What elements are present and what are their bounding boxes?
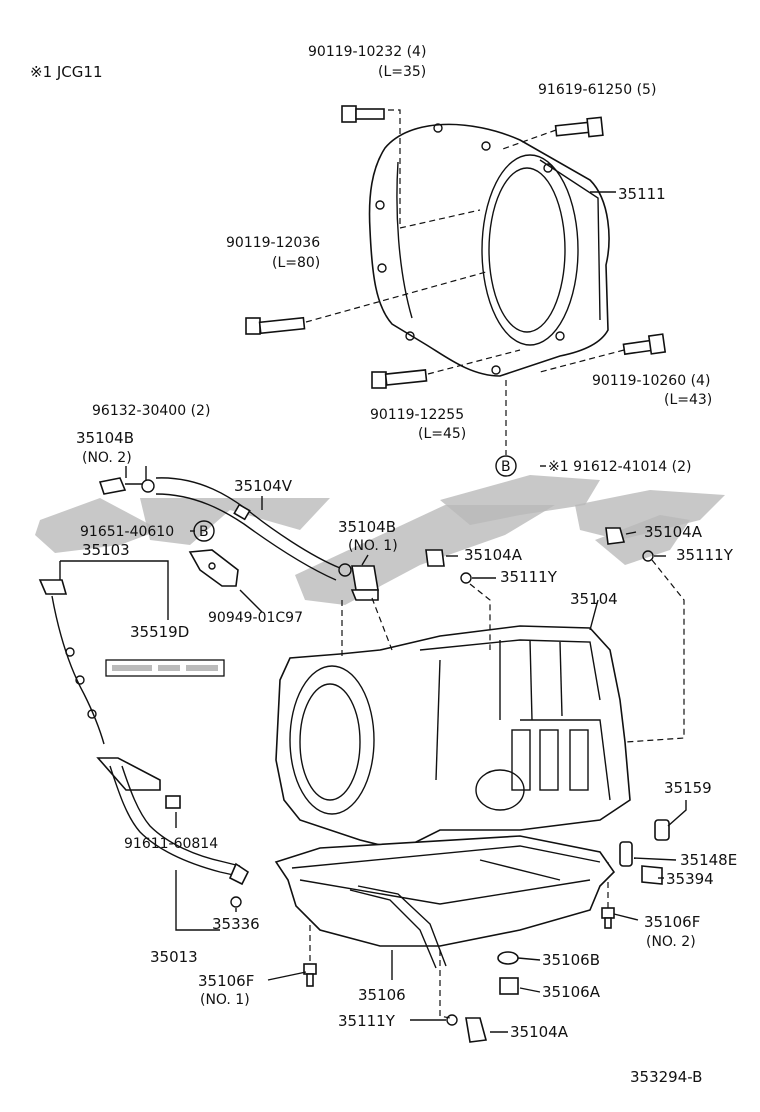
guide-bolt-bottom: [427, 349, 521, 375]
bolt-90119-12255: [371, 369, 428, 389]
drain-plug-35104a: [465, 1017, 488, 1043]
label-no1-pan: (NO. 1): [200, 992, 250, 1008]
label-90119-10260: 90119-10260 (4): [592, 373, 710, 389]
fill-tube-35013: [96, 757, 250, 908]
b-marker-circle-2: [193, 520, 215, 542]
plug-35104a-mid: [425, 549, 445, 567]
transmission-35104: [275, 625, 631, 851]
label-no2-pan: (NO. 2): [646, 934, 696, 950]
plug-35148e: [619, 841, 633, 867]
label-90119-12255: 90119-12255: [370, 407, 464, 423]
bracket-90949: [188, 549, 239, 587]
label-35111y-right: 35111Y: [676, 546, 734, 564]
label-plate-35519d: [105, 659, 225, 677]
label-35104a-drain: 35104A: [510, 1023, 569, 1041]
label-no1: (NO. 1): [348, 538, 398, 554]
diagram-code: 353294-B: [630, 1068, 702, 1086]
bolt-90119-12036: [245, 316, 306, 335]
label-91611-60814: 91611-60814: [124, 836, 218, 852]
note-jcg11: ※1 JCG11: [30, 63, 103, 81]
b-marker-label: B: [501, 459, 511, 475]
label-35111y-drain: 35111Y: [338, 1012, 396, 1030]
bolt-35106f-no1: [303, 963, 317, 987]
label-35104v: 35104V: [234, 477, 293, 495]
label-35394: 35394: [666, 870, 714, 888]
b-marker-label-2: B: [199, 524, 209, 540]
label-l35: (L=35): [378, 64, 426, 80]
label-35111y-mid: 35111Y: [500, 568, 558, 586]
label-no2: (NO. 2): [82, 450, 132, 466]
oring-35111y-right: [642, 550, 654, 562]
label-96132-30400: 96132-30400 (2): [92, 403, 210, 419]
label-l45: (L=45): [418, 426, 466, 442]
label-35104a-mid: 35104A: [464, 546, 523, 564]
label-l43: (L=43): [664, 392, 712, 408]
label-35106f-no2: 35106F: [644, 913, 700, 931]
bolt-90119-10232: [341, 105, 385, 123]
label-91612-41014: ※1 91612-41014 (2): [548, 459, 692, 475]
label-90949-01c97: 90949-01C97: [208, 610, 303, 626]
label-35106: 35106: [358, 986, 406, 1004]
b-marker-circle: [495, 455, 517, 477]
guide-bolt-left: [305, 271, 487, 323]
guide-bolt-top: [388, 109, 481, 229]
label-35104b-no1: 35104B: [338, 518, 396, 536]
label-35519d: 35519D: [130, 623, 189, 641]
label-90119-10232: 90119-10232 (4): [308, 44, 426, 60]
dipstick-35103: [38, 579, 105, 745]
label-35104a-right: 35104A: [644, 523, 703, 541]
oring-35111y-drain: [446, 1014, 458, 1026]
sensor-35159: [654, 819, 670, 841]
label-35148e: 35148E: [680, 851, 737, 869]
label-35106f-no1: 35106F: [198, 972, 254, 990]
washer-35106b: [497, 951, 519, 965]
label-35103: 35103: [82, 541, 130, 559]
converter-housing: [368, 123, 610, 377]
bolt-91619-61250: [554, 116, 604, 138]
label-35111: 35111: [618, 185, 666, 203]
label-35106a: 35106A: [542, 983, 601, 1001]
label-35104: 35104: [570, 590, 618, 608]
connector-35394: [641, 865, 663, 885]
plug-35104a-right: [605, 527, 626, 545]
label-35336: 35336: [212, 915, 260, 933]
leader-lines: [59, 465, 687, 1033]
guide-bolt-lower-right: [539, 349, 625, 373]
oil-hose-assembly: [98, 477, 379, 601]
oring-35111y-mid: [460, 572, 472, 584]
label-91619-61250: 91619-61250 (5): [538, 82, 656, 98]
label-35159: 35159: [664, 779, 712, 797]
bolt-35106f-no2: [601, 907, 615, 929]
label-35106b: 35106B: [542, 951, 600, 969]
bolt-90119-10260: [622, 333, 667, 356]
oil-pan-35106: [274, 835, 616, 969]
label-35013: 35013: [150, 948, 198, 966]
label-90119-12036: 90119-12036: [226, 235, 320, 251]
label-35104b-no2: 35104B: [76, 429, 134, 447]
plug-35106a: [499, 977, 519, 995]
label-91651-40610: 91651-40610: [80, 524, 174, 540]
label-l80: (L=80): [272, 255, 320, 271]
